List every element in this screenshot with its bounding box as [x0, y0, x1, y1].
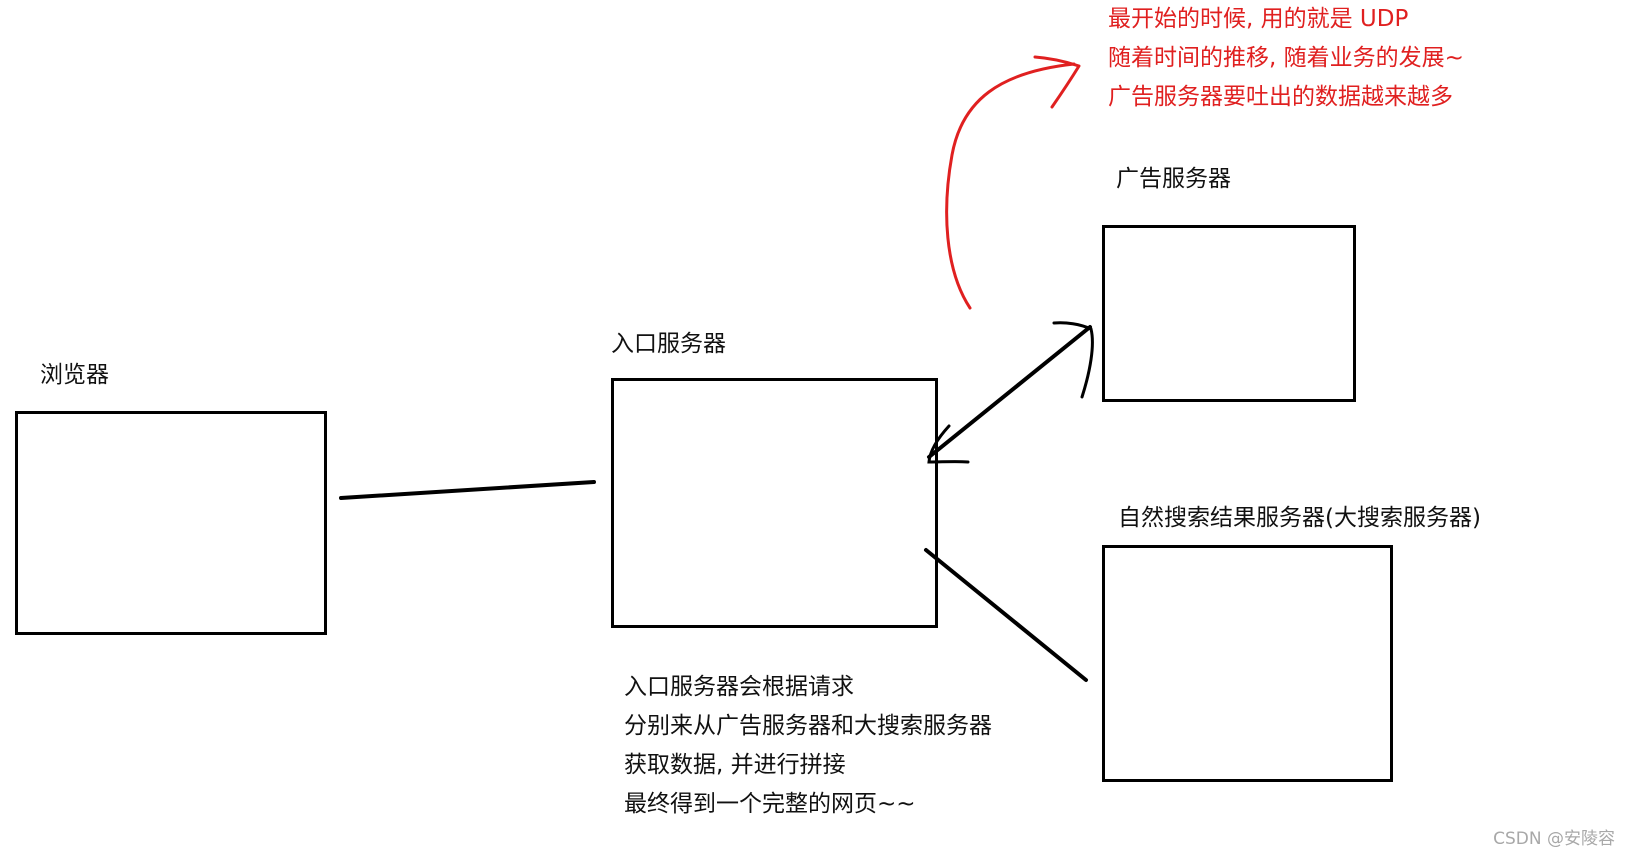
arrow-head-right [1052, 321, 1094, 399]
entry-server-box [611, 378, 938, 628]
ad-history-line: 随着时间的推移, 随着业务的发展~ [1108, 45, 1464, 71]
browser-label: 浏览器 [40, 362, 109, 388]
watermark: CSDN @安陵容 [1493, 829, 1615, 849]
ad-server-label: 广告服务器 [1116, 166, 1231, 192]
ad-server-box [1102, 225, 1356, 402]
browser-box [15, 411, 327, 635]
entry-description-line: 入口服务器会根据请求 [624, 674, 854, 700]
annotation-arrow-head [1033, 55, 1081, 109]
ad-history-line: 最开始的时候, 用的就是 UDP [1108, 6, 1409, 32]
entry-description-note: 入口服务器会根据请求 分别来从广告服务器和大搜索服务器 获取数据, 并进行拼接 … [624, 668, 992, 824]
entry-description-line: 最终得到一个完整的网页~~ [624, 791, 916, 817]
arrow-head-left [927, 424, 970, 464]
search-server-box [1102, 545, 1393, 782]
ad-history-note: 最开始的时候, 用的就是 UDP 随着时间的推移, 随着业务的发展~ 广告服务器… [1108, 0, 1464, 117]
entry-ad-connector [927, 325, 1092, 459]
annotation-arrow [945, 62, 1076, 310]
entry-search-connector [924, 548, 1088, 682]
ad-history-line: 广告服务器要吐出的数据越来越多 [1108, 84, 1453, 110]
search-server-label: 自然搜索结果服务器(大搜索服务器) [1118, 505, 1481, 531]
entry-server-label: 入口服务器 [611, 331, 726, 357]
entry-description-line: 获取数据, 并进行拼接 [624, 752, 846, 778]
entry-description-line: 分别来从广告服务器和大搜索服务器 [624, 713, 992, 739]
browser-entry-connector [339, 480, 596, 500]
